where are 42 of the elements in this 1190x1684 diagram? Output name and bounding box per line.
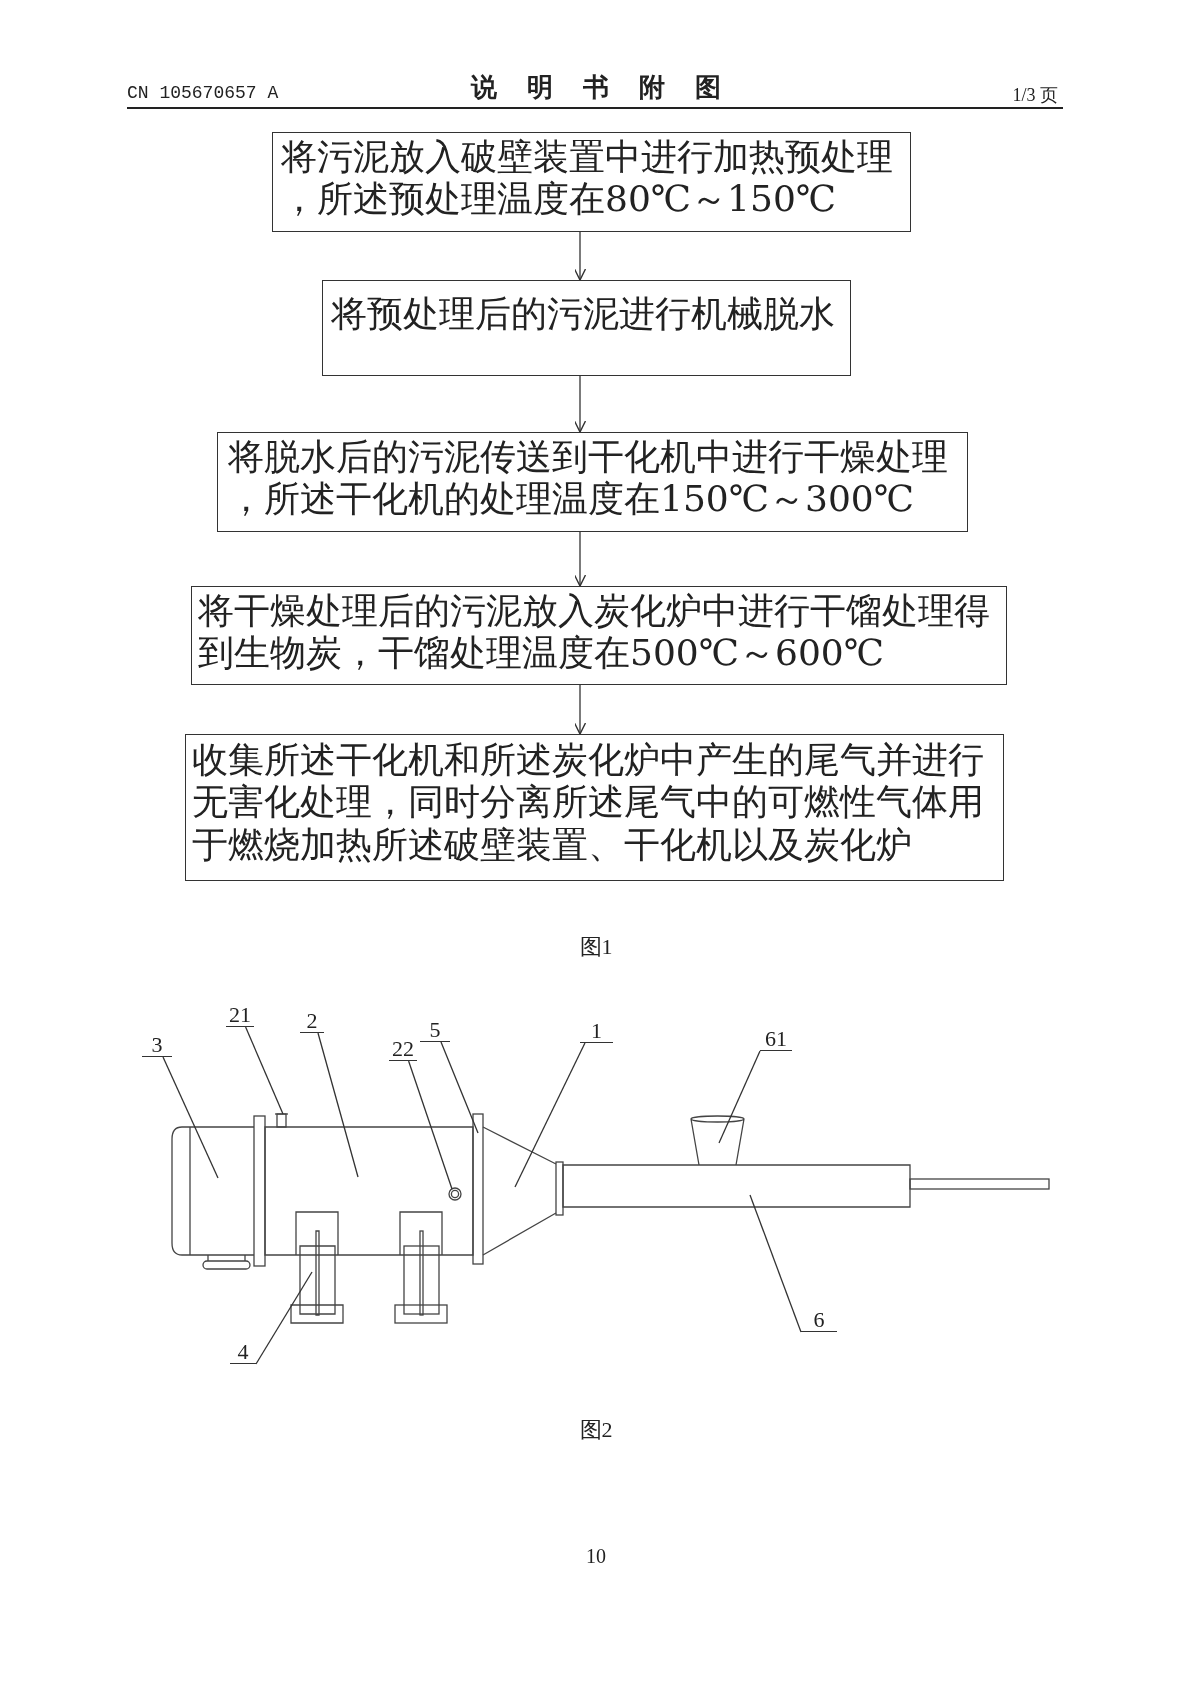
flange <box>472 1113 484 1265</box>
callout-number: 4 <box>230 1340 256 1364</box>
drum-body <box>264 1126 474 1256</box>
leader-line <box>162 1056 219 1179</box>
arrow <box>573 375 587 433</box>
page-title: 说明书附图 <box>469 71 751 104</box>
leader-line <box>255 1271 313 1365</box>
leader-line <box>514 1042 586 1188</box>
leader-line <box>244 1026 284 1115</box>
leader-line <box>407 1060 453 1190</box>
callout-number: 22 <box>389 1037 417 1061</box>
callout-number: 2 <box>300 1009 324 1033</box>
callout-number: 21 <box>226 1003 254 1027</box>
leader-line <box>440 1041 479 1134</box>
figure-caption: 图1 <box>579 933 613 961</box>
process-box: 将污泥放入破壁装置中进行加热预处理，所述预处理温度在80℃～150℃ <box>272 132 911 232</box>
process-box: 将干燥处理后的污泥放入炭化炉中进行干馏处理得到生物炭，干馏处理温度在500℃～600℃ <box>191 586 1007 685</box>
top-nozzle <box>276 1113 287 1128</box>
arrow <box>573 231 587 281</box>
process-box: 将预处理后的污泥进行机械脱水 <box>322 280 851 376</box>
leader-line <box>317 1032 359 1178</box>
arrow <box>573 684 587 735</box>
leader-line <box>749 1194 802 1333</box>
round-port <box>448 1187 462 1201</box>
page-count: 1/3 页 <box>1012 84 1058 107</box>
process-box: 收集所述干化机和所述炭化炉中产生的尾气并进行无害化处理，同时分离所述尾气中的可燃性气体用于燃烧加热所述破壁装置、干化机以及炭化炉 <box>185 734 1004 881</box>
support-leg <box>290 1211 344 1324</box>
arrow <box>573 531 587 587</box>
leader-line <box>718 1050 761 1144</box>
callout-number: 5 <box>420 1018 450 1042</box>
cone-section <box>482 1126 557 1256</box>
callout-number: 1 <box>580 1019 613 1043</box>
callout-number: 61 <box>760 1027 792 1051</box>
feed-hopper <box>690 1115 745 1166</box>
pipe <box>562 1164 911 1208</box>
page-number: 10 <box>586 1545 606 1568</box>
patent-number: CN 105670657 A <box>127 83 279 103</box>
figure-caption: 图2 <box>579 1416 613 1444</box>
process-box: 将脱水后的污泥传送到干化机中进行干燥处理，所述干化机的处理温度在150℃～300℃ <box>217 432 968 532</box>
callout-number: 6 <box>801 1308 837 1332</box>
vessel-head <box>171 1126 255 1256</box>
callout-number: 3 <box>142 1033 172 1057</box>
